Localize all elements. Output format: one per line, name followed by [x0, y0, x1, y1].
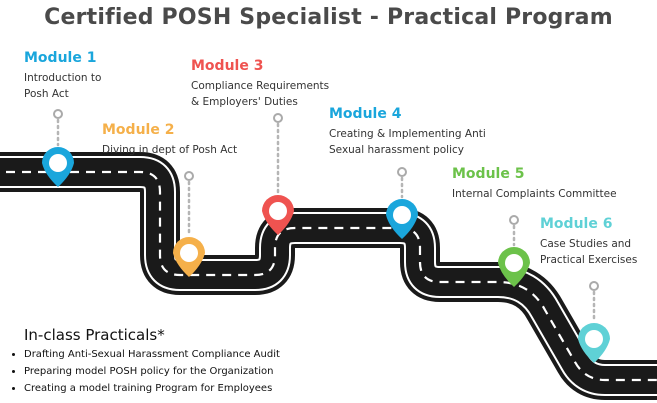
module-3-map-pin-icon: [262, 113, 294, 235]
module-1-desc-line: Introduction to: [24, 72, 102, 84]
module-4-desc-line: Creating & Implementing Anti: [329, 128, 486, 140]
module-3-desc-line: & Employers' Duties: [191, 96, 298, 108]
module-1-map-pin-icon: [42, 109, 74, 187]
module-2: Module 2 Diving in dept of Posh Act: [102, 122, 237, 158]
module-4-title: Module 4: [329, 106, 402, 122]
module-2-desc: Diving in dept of Posh Act: [102, 142, 237, 158]
module-6: Module 6 Case Studies and Practical Exer…: [540, 216, 637, 268]
module-3-desc-line: Compliance Requirements: [191, 80, 330, 92]
module-5-map-pin-icon: [498, 215, 530, 287]
practicals-section: In-class Practicals* Drafting Anti-Sexua…: [10, 326, 280, 397]
module-6-title: Module 6: [540, 216, 613, 232]
practicals-item: Creating a model training Program for Em…: [24, 380, 280, 397]
module-2-title: Module 2: [102, 122, 175, 138]
module-4-map-pin-icon: [386, 167, 418, 239]
module-3-title: Module 3: [191, 58, 264, 74]
module-6-desc-line: Practical Exercises: [540, 254, 638, 266]
module-6-desc-line: Case Studies and: [540, 238, 632, 250]
practicals-list: Drafting Anti-Sexual Harassment Complian…: [10, 346, 280, 397]
module-2-desc-line: Diving in dept of Posh Act: [102, 144, 238, 156]
module-2-map-pin-icon: [173, 171, 205, 277]
module-3-desc: Compliance Requirements & Employers' Dut…: [191, 78, 329, 110]
module-1-title: Module 1: [24, 50, 97, 66]
module-3: Module 3 Compliance Requirements & Emplo…: [191, 58, 329, 110]
practicals-item: Drafting Anti-Sexual Harassment Complian…: [24, 346, 280, 363]
practicals-item: Preparing model POSH policy for the Orga…: [24, 363, 280, 380]
module-5-desc-line: Internal Complaints Committee: [452, 188, 617, 200]
module-5-desc: Internal Complaints Committee: [452, 186, 617, 202]
module-1-desc-line: Posh Act: [24, 88, 69, 100]
module-6-map-pin-icon: [578, 281, 610, 363]
module-1: Module 1 Introduction to Posh Act: [24, 50, 101, 102]
module-4-desc-line: Sexual harassment policy: [329, 144, 464, 156]
module-4: Module 4 Creating & Implementing Anti Se…: [329, 106, 486, 158]
practicals-title: In-class Practicals*: [24, 326, 165, 344]
module-5: Module 5 Internal Complaints Committee: [452, 166, 617, 202]
module-5-title: Module 5: [452, 166, 525, 182]
page-title: Certified POSH Specialist - Practical Pr…: [44, 5, 613, 30]
module-4-desc: Creating & Implementing Anti Sexual hara…: [329, 126, 486, 158]
module-1-desc: Introduction to Posh Act: [24, 70, 101, 102]
road-center-line: [0, 170, 657, 382]
road: [0, 152, 657, 400]
pins: [42, 109, 610, 363]
module-6-desc: Case Studies and Practical Exercises: [540, 236, 637, 268]
